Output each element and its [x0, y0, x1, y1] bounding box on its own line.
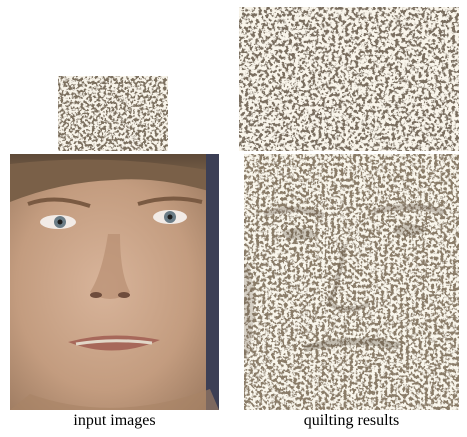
result-texture-image	[239, 7, 459, 151]
result-transfer-image	[244, 154, 459, 410]
input-images-caption: input images	[73, 412, 156, 429]
input-texture-image	[58, 76, 168, 151]
input-face-image	[10, 154, 219, 410]
quilting-results-caption: quilting results	[303, 412, 400, 429]
